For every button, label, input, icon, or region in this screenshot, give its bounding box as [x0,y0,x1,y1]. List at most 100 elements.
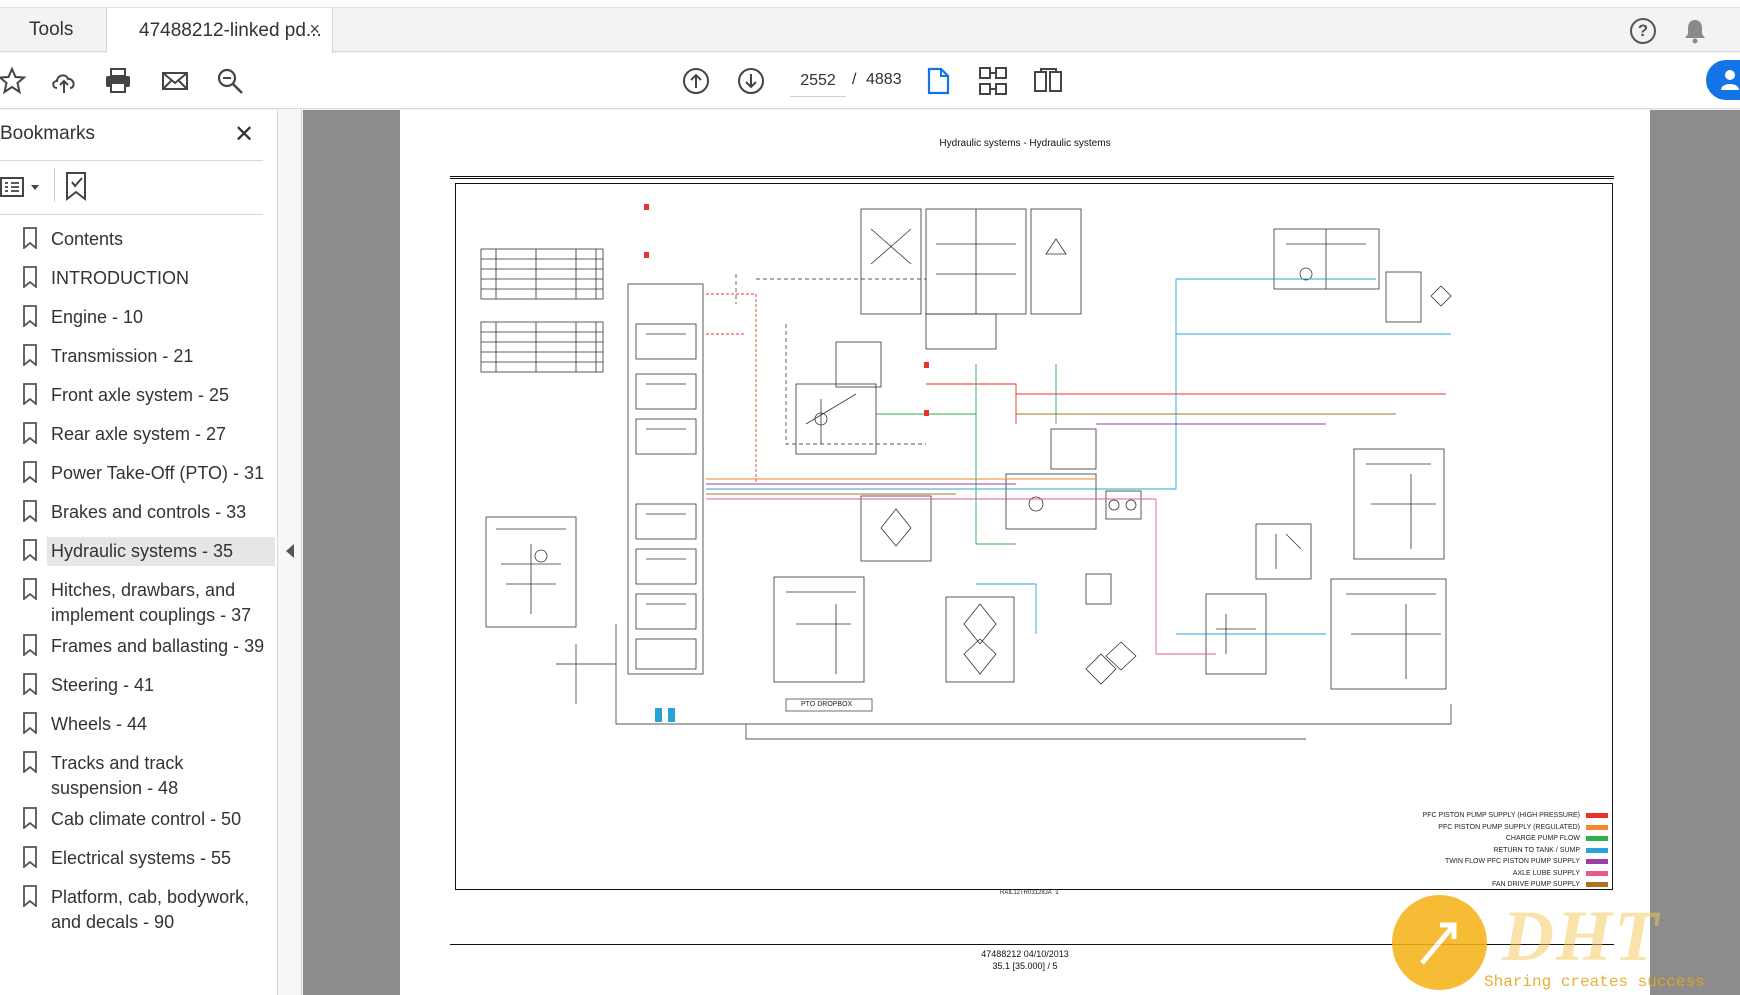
page-separator: / [852,71,857,88]
pdf-page: Hydraulic systems - Hydraulic systems [400,110,1650,995]
bookmark-label: INTRODUCTION [51,268,189,288]
bookmark-brakes[interactable]: Brakes and controls - 33 [0,493,278,532]
drawing-reference: RAIL12TR03128JA [1000,890,1052,896]
print-icon[interactable] [100,63,136,99]
toolbar-separator [54,168,55,202]
tab-bar: Tools 47488212-linked pd... × ? [0,8,1740,53]
panel-divider [0,160,263,161]
tab-tools[interactable]: Tools [0,8,107,52]
legend-row: PFC PISTON PUMP SUPPLY (REGULATED) [1348,822,1608,834]
legend-swatch [1586,847,1608,853]
bookmark-pto[interactable]: Power Take-Off (PTO) - 31 [0,454,278,493]
schematic-legend: PFC PISTON PUMP SUPPLY (HIGH PRESSURE) P… [1348,810,1608,891]
tab-close-icon[interactable]: × [309,19,320,39]
two-page-icon[interactable] [1030,63,1066,99]
page-number-input[interactable] [790,65,846,97]
bookmark-label: Wheels - 44 [51,714,148,734]
bookmark-front-axle[interactable]: Front axle system - 25 [0,376,278,415]
footer-document-id: 47488212 04/10/2013 [981,949,1069,959]
bookmark-label: Brakes and controls - 33 [51,502,247,522]
help-icon[interactable]: ? [1630,18,1656,44]
tab-tools-label: Tools [29,19,74,40]
bookmark-icon [23,673,37,695]
watermark-brand: DHT [1502,896,1660,976]
bookmark-transmission[interactable]: Transmission - 21 [0,337,278,376]
bookmark-rear-axle[interactable]: Rear axle system - 27 [0,415,278,454]
bookmark-tracks[interactable]: Tracks and track suspension - 48 [0,744,278,800]
tab-document[interactable]: 47488212-linked pd... × [107,8,333,53]
legend-swatch [1586,859,1608,865]
bookmark-hydraulic-systems[interactable]: Hydraulic systems - 35 [0,532,278,571]
notification-bell-icon[interactable] [1683,18,1707,49]
bookmark-label: Electrical systems - 55 [51,848,232,868]
document-viewport[interactable]: Hydraulic systems - Hydraulic systems [303,110,1740,995]
bookmark-cab-climate[interactable]: Cab climate control - 50 [0,800,278,839]
zoom-icon[interactable] [212,63,248,99]
bookmark-icon [23,500,37,522]
header-rule [450,178,1614,179]
watermark-logo [1392,895,1487,990]
bookmark-engine[interactable]: Engine - 10 [0,298,278,337]
bookmark-label: Hydraulic systems - 35 [47,537,275,566]
toolbar: / 4883 [0,53,1740,109]
bookmark-icon [23,461,37,483]
bookmark-label: Engine - 10 [51,307,144,327]
bookmark-label: Contents [51,229,124,249]
bookmark-label: Cab climate control - 50 [51,809,242,829]
panel-splitter[interactable] [278,110,302,995]
bookmark-steering[interactable]: Steering - 41 [0,666,278,705]
bookmark-contents[interactable]: Contents [0,220,278,259]
bookmark-introduction[interactable]: INTRODUCTION [0,259,278,298]
legend-label: TWIN FLOW PFC PISTON PUMP SUPPLY [1445,858,1580,866]
schematic-drawing [480,204,1452,740]
bookmark-platform-cab[interactable]: Platform, cab, bodywork, and decals - 90 [0,878,278,934]
bookmark-label: Steering - 41 [51,675,155,695]
footer-rule [450,944,1614,945]
legend-label: AXLE LUBE SUPPLY [1512,869,1580,877]
bookmark-icon [23,266,37,288]
legend-label: PFC PISTON PUMP SUPPLY (REGULATED) [1438,823,1580,831]
bookmark-icon [23,539,37,561]
bookmark-label: Frames and ballasting - 39 [51,636,265,656]
legend-label: CHARGE PUMP FLOW [1505,835,1580,843]
page-up-icon[interactable] [678,63,714,99]
bookmark-list: Contents INTRODUCTION Engine - 10 Transm… [0,220,278,934]
bookmark-label: Transmission - 21 [51,346,194,366]
bookmark-icon [23,712,37,734]
bookmark-wheels[interactable]: Wheels - 44 [0,705,278,744]
bookmark-frames[interactable]: Frames and ballasting - 39 [0,627,278,666]
bookmark-icon [23,885,37,907]
bookmark-icon [23,227,37,249]
bookmark-hitches[interactable]: Hitches, drawbars, and implement couplin… [0,571,278,627]
legend-row: CHARGE PUMP FLOW [1348,833,1608,845]
legend-swatch [1586,836,1608,842]
legend-row: RETURN TO TANK / SUMP [1348,845,1608,857]
pto-dropbox-label: PTO DROPBOX [801,701,853,708]
star-icon[interactable] [0,63,30,99]
collapse-panel-icon[interactable] [286,544,294,558]
watermark: DHT Sharing creates success [1392,895,1740,995]
cloud-upload-icon[interactable] [46,63,82,99]
email-icon[interactable] [157,63,193,99]
legend-label: RETURN TO TANK / SUMP [1493,846,1580,854]
bookmark-icon [23,578,37,600]
footer-page-ref: 35.1 [35.000] / 5 [992,961,1058,971]
page-thumbnails-icon[interactable] [975,63,1011,99]
bookmark-label: Rear axle system - 27 [51,424,227,444]
legend-row: TWIN FLOW PFC PISTON PUMP SUPPLY [1348,856,1608,868]
bookmarks-panel-title: Bookmarks [0,123,96,144]
bookmark-electrical[interactable]: Electrical systems - 55 [0,839,278,878]
page-down-icon[interactable] [733,63,769,99]
legend-label: PFC PISTON PUMP SUPPLY (HIGH PRESSURE) [1422,812,1580,820]
bookmark-icon [23,422,37,444]
close-icon[interactable]: ✕ [234,121,255,148]
page-title: Hydraulic systems - Hydraulic systems [939,138,1111,149]
bookmark-icon [23,383,37,405]
bookmark-options-icon[interactable] [0,174,44,200]
share-button[interactable] [1706,60,1740,100]
single-page-icon[interactable] [920,63,956,99]
bookmark-icon [23,634,37,656]
add-bookmark-icon[interactable] [64,170,90,202]
bookmark-icon [23,751,37,773]
